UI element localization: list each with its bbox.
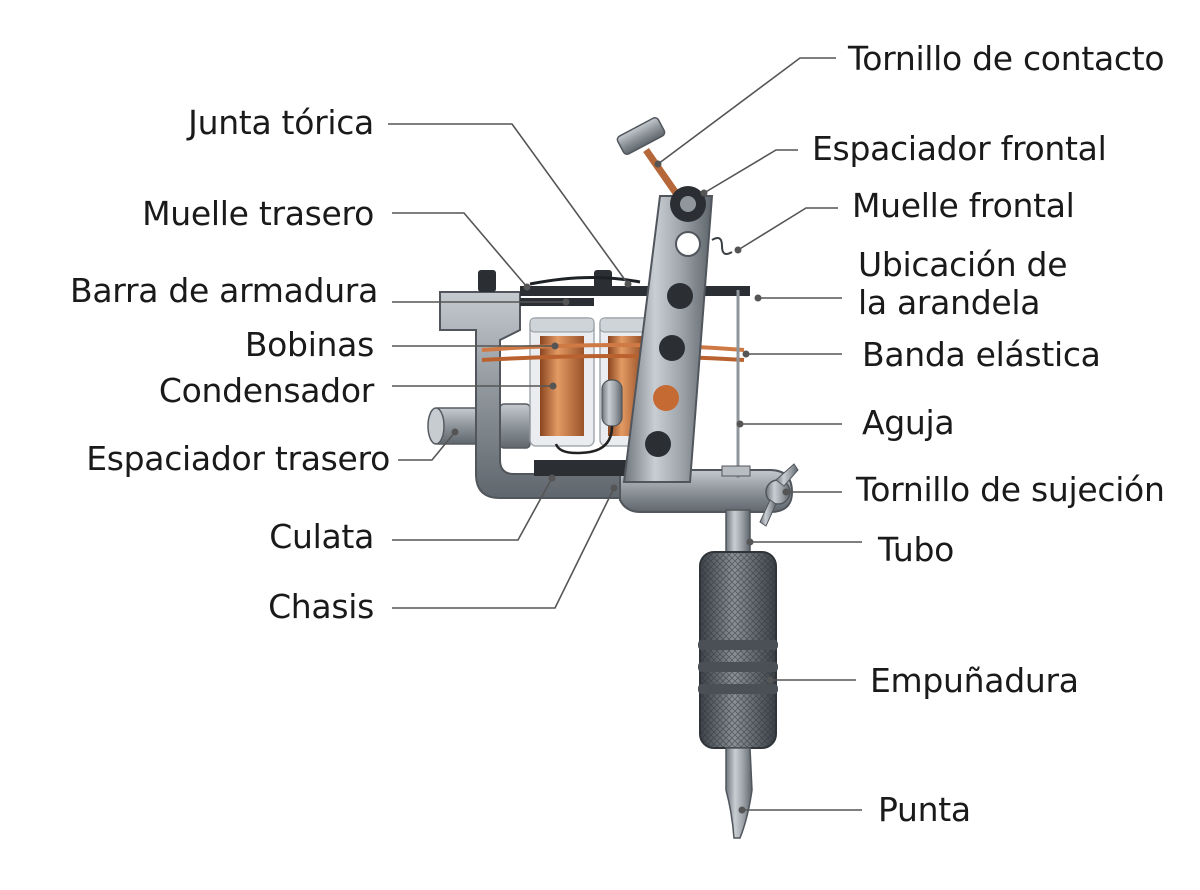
clamp-screw-part	[721, 463, 799, 527]
leader-junta-torica	[388, 123, 629, 285]
tube-part	[725, 509, 751, 557]
leader-dots	[451, 160, 790, 814]
label-tornillo-contacto: Tornillo de contacto	[848, 39, 1165, 78]
label-chasis: Chasis	[268, 587, 374, 626]
label-tubo: Tubo	[878, 530, 954, 569]
label-ubicacion-arandela-2: la arandela	[858, 283, 1041, 322]
label-muelle-frontal: Muelle frontal	[852, 186, 1075, 225]
label-espaciador-trasero: Espaciador trasero	[86, 439, 390, 478]
leader-muelle-frontal	[737, 207, 838, 251]
label-tornillo-sujecion: Tornillo de sujeción	[856, 470, 1165, 509]
leader-chasis	[392, 487, 615, 609]
label-empunadura: Empuñadura	[870, 661, 1079, 700]
label-culata: Culata	[269, 517, 374, 556]
label-bobinas: Bobinas	[244, 325, 374, 364]
label-junta-torica: Junta tórica	[188, 103, 374, 142]
label-barra-armadura: Barra de armadura	[70, 271, 378, 310]
label-muelle-trasero: Muelle trasero	[142, 194, 374, 233]
leader-espaciador-frontal	[703, 149, 798, 194]
label-banda-elastica: Banda elástica	[862, 335, 1101, 374]
tip-part	[725, 747, 753, 839]
yoke-part	[534, 460, 646, 476]
leader-muelle-trasero	[392, 212, 528, 288]
grip-part	[698, 551, 778, 749]
leader-tornillo-contacto	[657, 57, 836, 165]
leader-lines	[388, 57, 862, 811]
leader-espaciador-trasero	[398, 431, 456, 461]
leader-culata	[392, 477, 553, 541]
capacitor-part	[554, 379, 623, 455]
label-condensador: Condensador	[158, 371, 374, 410]
rubber-band-part	[481, 343, 745, 362]
label-ubicacion-arandela-1: Ubicación de	[858, 245, 1068, 284]
coils-part	[529, 317, 651, 447]
label-espaciador-frontal: Espaciador frontal	[812, 129, 1107, 168]
contact-screw-part	[616, 117, 733, 255]
label-punta: Punta	[878, 790, 971, 829]
label-aguja: Aguja	[862, 403, 955, 442]
